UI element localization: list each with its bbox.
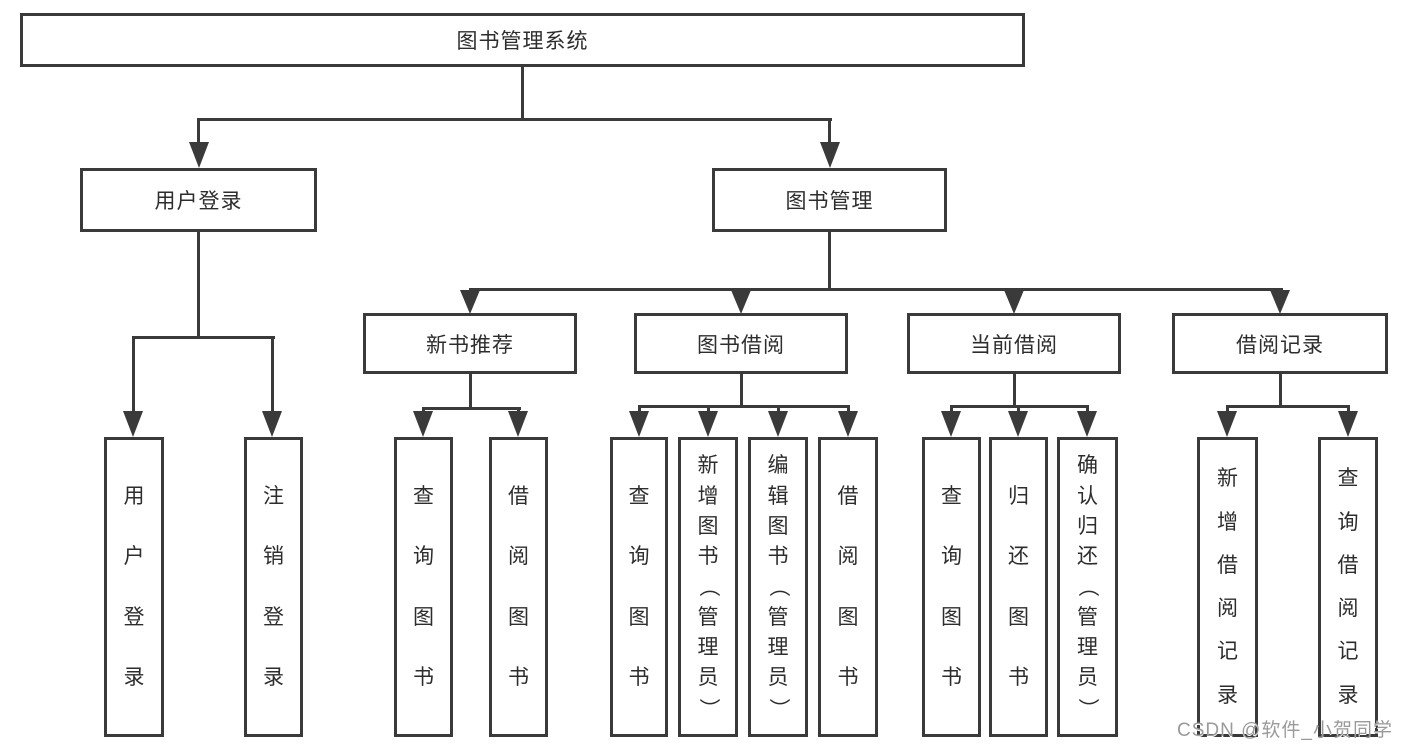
leaf-add-borrow-record: 新增借阅记录: [1197, 437, 1258, 737]
node-label: 借阅记录: [1236, 333, 1324, 357]
node-label: 用户登录: [154, 190, 243, 213]
connector-line: [638, 405, 850, 408]
node-label: 新增图书（管理员）: [696, 454, 720, 719]
connector-line: [422, 407, 425, 414]
connector-line: [1013, 374, 1016, 408]
leaf-query-books-current: 查询图书: [922, 437, 981, 737]
node-book-borrowing: 图书借阅: [634, 313, 848, 374]
node-library-management-system: 图书管理系统: [20, 13, 1025, 67]
connector-line: [1226, 405, 1229, 414]
connector-line: [132, 336, 135, 414]
connector-line: [777, 405, 780, 414]
connector-line: [469, 288, 1283, 291]
arrow-down-icon: [508, 411, 528, 437]
node-label: 用户登录: [123, 484, 145, 690]
connector-line: [197, 232, 200, 339]
connector-line: [521, 67, 524, 118]
node-label: 注销登录: [263, 484, 284, 690]
arrow-down-icon: [1004, 290, 1024, 314]
connector-line: [1017, 405, 1020, 414]
leaf-add-books-admin: 新增图书（管理员）: [678, 437, 738, 737]
connector-line: [847, 405, 850, 414]
arrow-down-icon: [123, 411, 143, 437]
connector-line: [1279, 374, 1282, 408]
connector-line: [950, 405, 953, 414]
node-label: 借阅图书: [508, 484, 529, 690]
leaf-query-books-borrowing: 查询图书: [610, 437, 668, 737]
leaf-confirm-return-admin: 确认归还（管理员）: [1057, 437, 1118, 737]
node-label: 查询借阅记录: [1337, 467, 1359, 707]
leaf-edit-books-admin: 编辑图书（管理员）: [748, 437, 808, 737]
node-label: 查询图书: [628, 484, 650, 690]
connector-line: [197, 118, 200, 145]
connector-line: [638, 405, 641, 414]
node-label: 查询图书: [413, 484, 434, 690]
arrow-down-icon: [413, 411, 433, 437]
connector-line: [1347, 405, 1350, 414]
leaf-logout-login: 注销登录: [244, 437, 303, 737]
node-current-borrowing: 当前借阅: [907, 313, 1121, 374]
leaf-query-borrow-record: 查询借阅记录: [1318, 437, 1378, 737]
connector-line: [271, 336, 274, 414]
arrow-down-icon: [941, 411, 961, 437]
connector-line: [740, 374, 743, 408]
arrow-down-icon: [262, 411, 282, 437]
node-label: 确认归还（管理员）: [1076, 454, 1099, 719]
arrow-down-icon: [820, 142, 840, 168]
arrow-down-icon: [1217, 411, 1237, 437]
node-book-management: 图书管理: [712, 168, 947, 232]
node-label: 图书管理: [785, 190, 874, 213]
node-new-book-recommend: 新书推荐: [363, 313, 577, 374]
arrow-down-icon: [731, 290, 751, 314]
node-label: 新书推荐: [426, 333, 514, 357]
arrow-down-icon: [1077, 411, 1097, 437]
arrow-down-icon: [460, 290, 480, 314]
arrow-down-icon: [1338, 411, 1358, 437]
leaf-borrow-books-borrowing: 借阅图书: [818, 437, 878, 737]
leaf-query-books-recommend: 查询图书: [394, 437, 453, 737]
connector-line: [132, 336, 275, 339]
node-label: 编辑图书（管理员）: [766, 454, 790, 719]
arrow-down-icon: [1270, 290, 1290, 314]
node-label: 借阅图书: [837, 484, 859, 690]
watermark: CSDN @软件_小贺同学: [1177, 720, 1393, 741]
node-user-login: 用户登录: [80, 168, 317, 232]
arrow-down-icon: [189, 142, 209, 168]
node-label: 图书借阅: [697, 333, 785, 357]
arrow-down-icon: [629, 411, 649, 437]
connector-line: [828, 118, 831, 145]
arrow-down-icon: [1008, 411, 1028, 437]
leaf-borrow-books-recommend: 借阅图书: [489, 437, 548, 737]
node-label: 当前借阅: [970, 333, 1058, 357]
node-label: 归还图书: [1008, 484, 1029, 690]
connector-line: [422, 407, 521, 410]
leaf-return-books: 归还图书: [989, 437, 1048, 737]
connector-line: [469, 374, 472, 410]
node-borrowing-records: 借阅记录: [1172, 313, 1388, 374]
arrow-down-icon: [698, 411, 718, 437]
node-label: 图书管理系统: [456, 30, 589, 53]
connector-line: [828, 232, 831, 291]
node-label: 新增借阅记录: [1217, 467, 1238, 707]
node-label: 查询图书: [941, 484, 962, 690]
arrow-down-icon: [768, 411, 788, 437]
leaf-user-login: 用户登录: [104, 437, 164, 737]
connector-line: [517, 407, 520, 414]
connector-line: [1086, 405, 1089, 414]
arrow-down-icon: [838, 411, 858, 437]
connector-line: [1226, 405, 1350, 408]
connector-line: [198, 118, 832, 121]
connector-line: [707, 405, 710, 414]
